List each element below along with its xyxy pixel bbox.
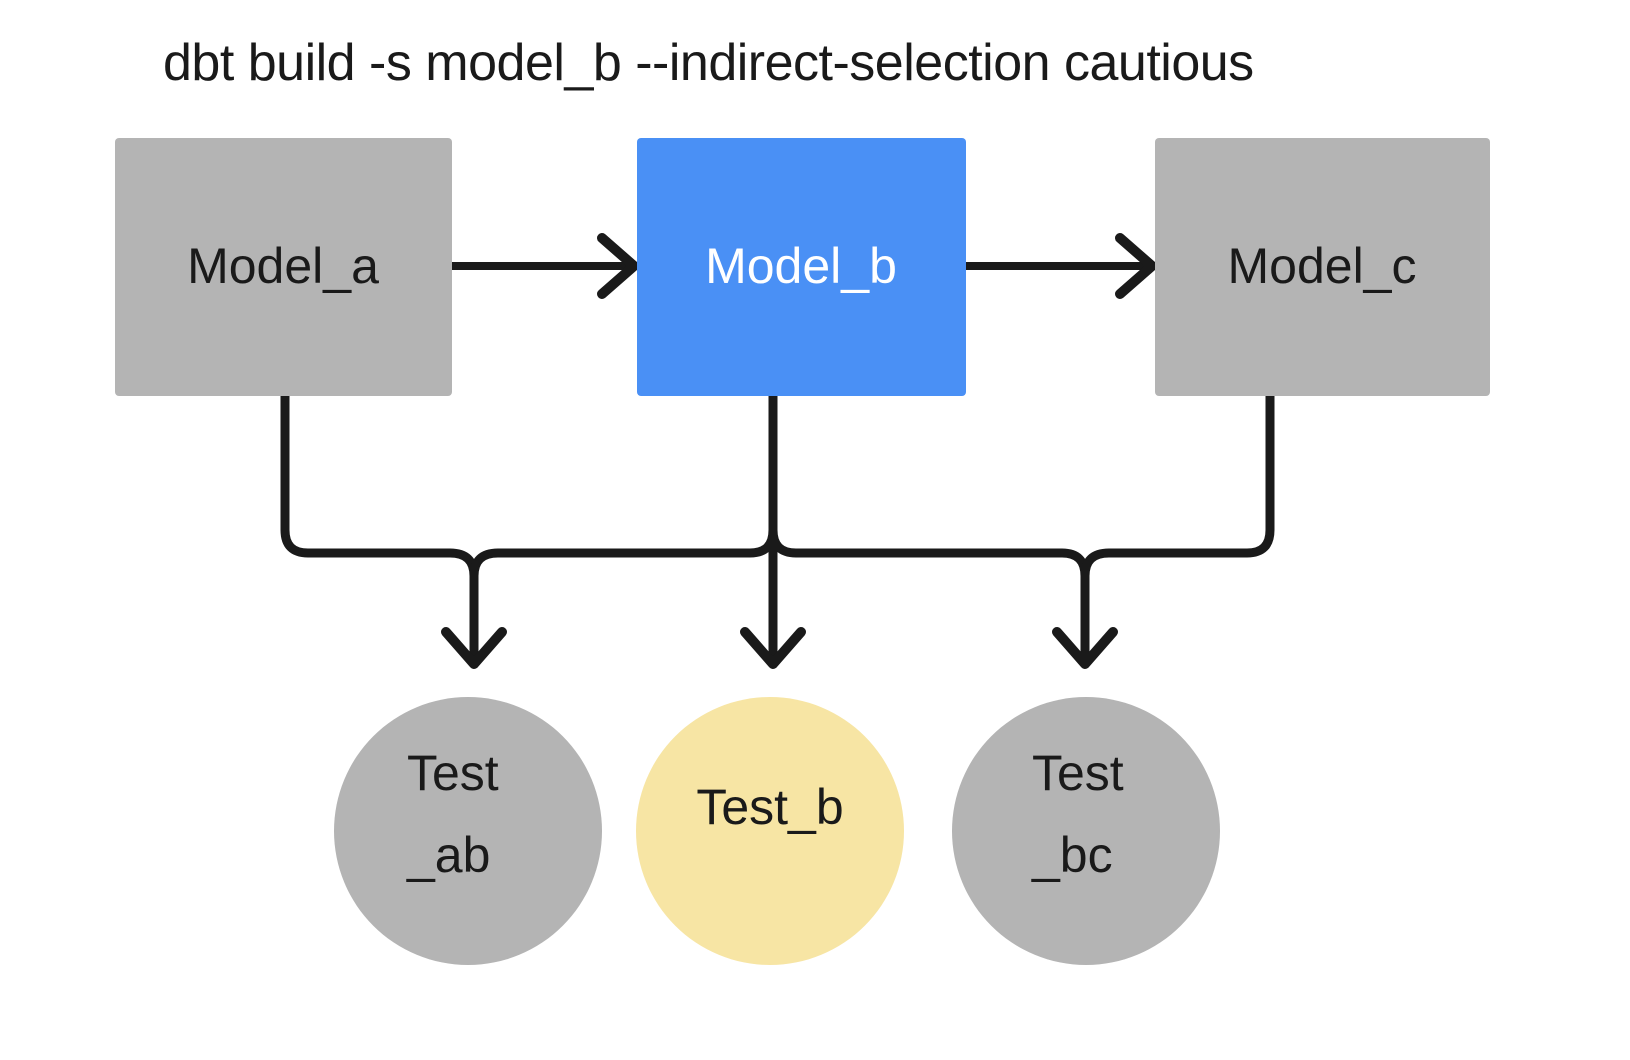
model-b-label: Model_b	[705, 238, 897, 294]
model-node-model-c[interactable]: Model_c	[1155, 138, 1490, 396]
model-c-label: Model_c	[1228, 238, 1417, 294]
arrowhead-test-ab	[441, 627, 507, 669]
edge-model-b-to-model-c	[966, 233, 1157, 299]
test-node-test-bc[interactable]: Test _bc	[952, 697, 1220, 965]
edge-model-a-to-test-ab	[280, 391, 479, 665]
page-title: dbt build -s model_b --indirect-selectio…	[163, 34, 1254, 92]
model-node-model-a[interactable]: Model_a	[115, 138, 452, 396]
edge-model-b-to-test-bc	[768, 391, 1090, 665]
test-b-label-line1: Test_b	[696, 779, 843, 835]
test-ab-shape[interactable]	[334, 697, 602, 965]
edge-layer	[280, 233, 1275, 669]
model-node-model-b[interactable]: Model_b	[637, 138, 966, 396]
arrowhead-test-bc	[1052, 627, 1118, 669]
test-ab-label-line2: _ab	[406, 827, 490, 883]
model-a-label: Model_a	[187, 238, 379, 294]
test-node-test-ab[interactable]: Test _ab	[334, 697, 602, 965]
edge-model-a-to-model-b	[452, 233, 639, 299]
edge-model-c-to-test-bc	[1080, 391, 1275, 665]
test-bc-label-line1: Test	[1032, 745, 1124, 801]
edge-model-b-to-test-ab	[469, 391, 778, 665]
model-a-shape[interactable]	[115, 138, 452, 396]
test-bc-label-line2: _bc	[1031, 827, 1113, 883]
arrowhead-test-b	[740, 627, 806, 669]
test-ab-label-line1: Test	[407, 745, 499, 801]
model-c-shape[interactable]	[1155, 138, 1490, 396]
test-b-shape[interactable]	[636, 697, 904, 965]
model-b-shape[interactable]	[637, 138, 966, 396]
test-bc-shape[interactable]	[952, 697, 1220, 965]
test-node-test-b[interactable]: Test_b	[636, 697, 904, 965]
